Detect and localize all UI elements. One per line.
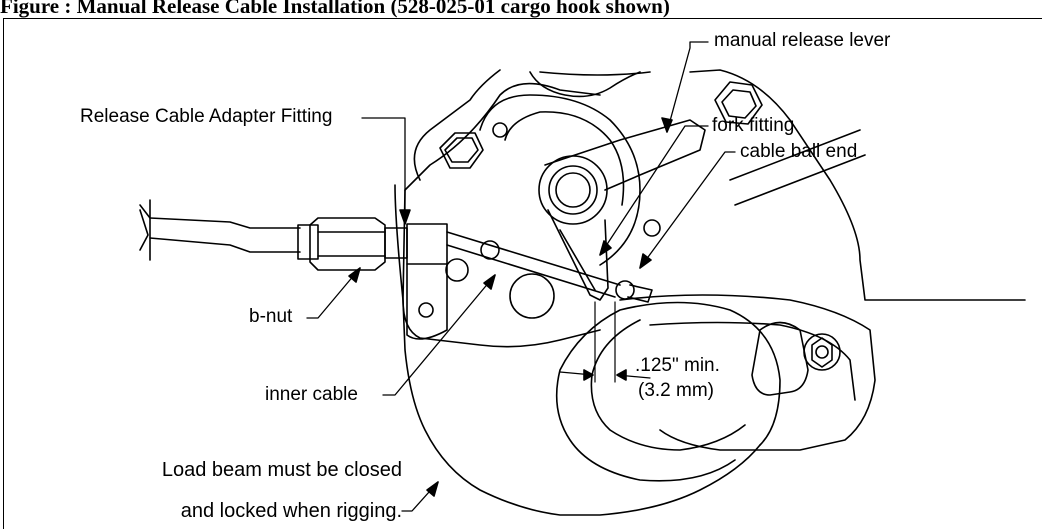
pivot-inner	[555, 172, 591, 208]
inner-cable-line	[446, 231, 621, 286]
adapter-fitting-block	[406, 223, 448, 265]
label-fork-fitting: fork fitting	[712, 115, 795, 136]
cable-ball	[615, 280, 635, 300]
leader-adapter-fitting	[361, 117, 406, 213]
leader-b-nut	[306, 267, 361, 319]
load-beam	[619, 294, 876, 451]
outer-cable	[149, 217, 301, 253]
dimension-lines	[594, 301, 616, 383]
leader-inner-cable	[382, 274, 496, 396]
cam-housing	[479, 94, 641, 266]
label-note-line2: and locked when rigging.	[180, 500, 402, 522]
hex-bolt-right	[714, 81, 763, 125]
cam-lobe	[509, 273, 555, 319]
label-inner-cable: inner cable	[265, 384, 358, 405]
label-manual-release-lever: manual release lever	[714, 30, 891, 51]
label-release-cable-adapter-fitting: Release Cable Adapter Fitting	[80, 106, 333, 127]
label-b-nut: b-nut	[249, 306, 293, 327]
right-bolt-outer	[803, 333, 841, 371]
b-nut-body	[309, 217, 386, 271]
keeper-slot	[751, 321, 809, 396]
hook-throat	[555, 301, 781, 482]
label-note-line1: Load beam must be closed	[161, 459, 402, 481]
leader-manual-release-lever	[666, 41, 709, 133]
fork-arm	[547, 209, 609, 301]
pivot-mid	[548, 165, 598, 215]
leader-cable-ball-end	[639, 151, 736, 269]
hook-body-outline	[413, 69, 1026, 301]
hex-bolt-left	[439, 132, 484, 169]
label-cable-ball-end: cable ball end	[740, 141, 858, 162]
release-lever	[544, 119, 706, 191]
label-dimension-metric: (3.2 mm)	[638, 380, 714, 401]
ferrule	[297, 224, 319, 260]
label-dimension-imperial: .125" min.	[635, 355, 720, 376]
leader-fork-fitting	[599, 125, 709, 256]
figure-caption: Figure : Manual Release Cable Installati…	[0, 0, 670, 18]
figure-frame	[3, 18, 1042, 529]
